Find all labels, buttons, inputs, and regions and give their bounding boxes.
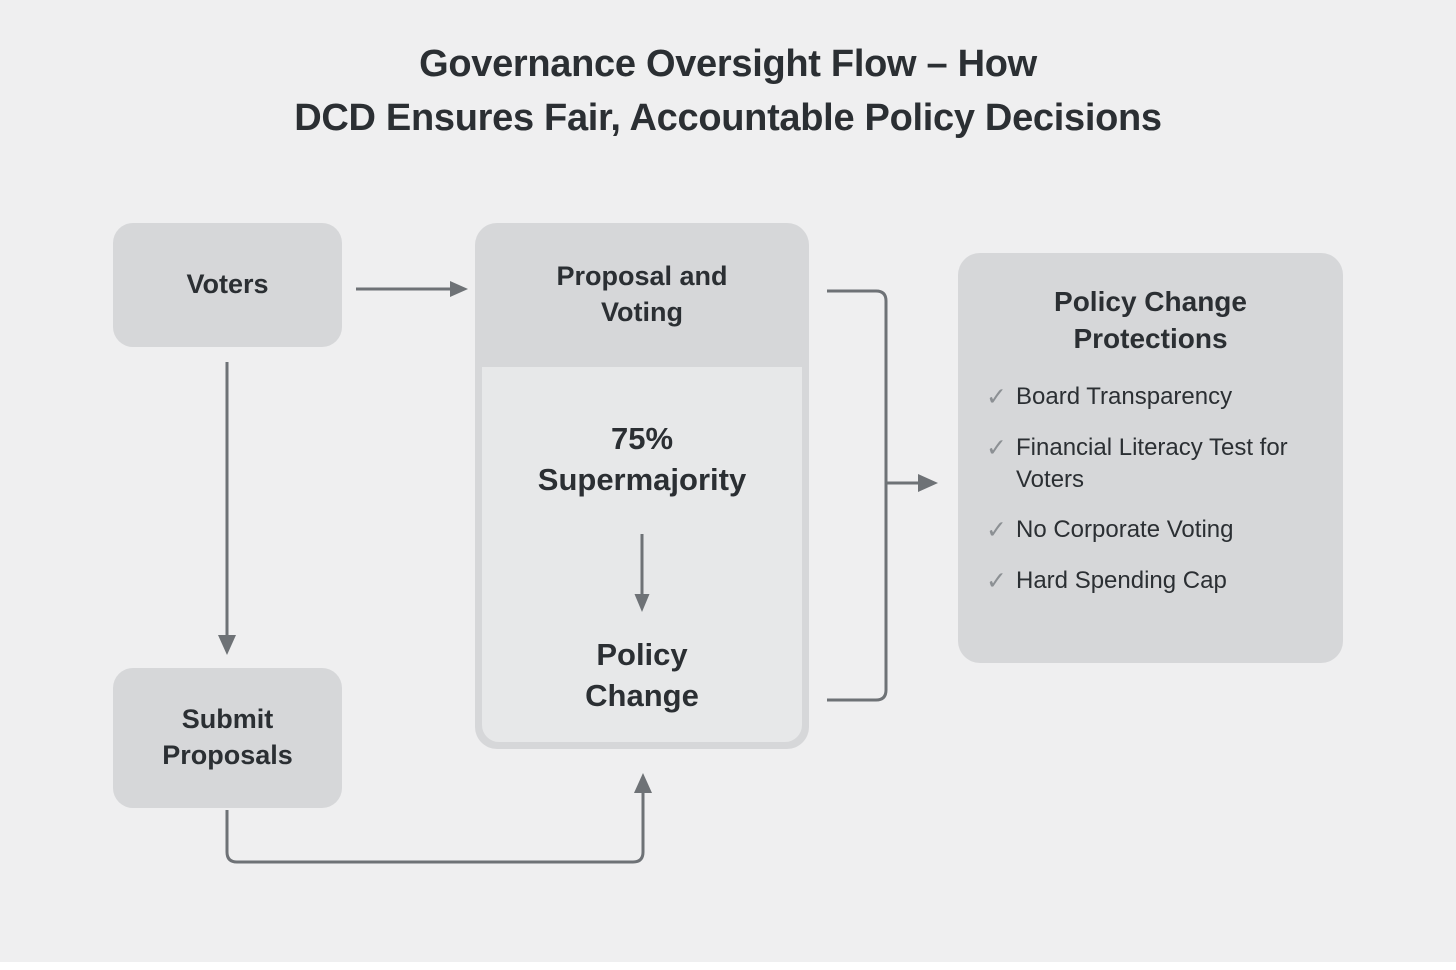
title-line-1: Governance Oversight Flow – How <box>419 43 1037 85</box>
protection-item-label: No Corporate Voting <box>1016 515 1234 543</box>
protection-item-label: Board Transparency <box>1016 383 1233 411</box>
connector-voters-to-proposal <box>356 281 468 297</box>
node-submit-proposals-label-line-1: Submit <box>181 704 274 735</box>
arrow-supermajority-to-policy-change <box>634 534 650 612</box>
step-supermajority-line-1: 75% <box>610 421 674 456</box>
node-submit-proposals[interactable]: Submit Proposals <box>113 668 342 808</box>
connector-voters-to-submit <box>218 362 236 655</box>
proposal-and-voting-header-label: Proposal and Voting <box>556 259 727 330</box>
protections-title: Policy Change Protections <box>986 283 1315 357</box>
node-voters[interactable]: Voters <box>113 223 342 347</box>
protections-title-line-1: Policy Change <box>1054 286 1247 317</box>
node-submit-proposals-label-line-2: Proposals <box>162 740 293 770</box>
step-policy-change-line-2: Change <box>585 677 699 713</box>
protections-title-line-2: Protections <box>1073 323 1228 355</box>
check-icon: ✓ <box>986 566 1007 595</box>
proposal-and-voting-header-line-1: Proposal and <box>556 261 728 292</box>
step-supermajority: 75% Supermajority <box>482 419 802 501</box>
node-voters-label: Voters <box>186 269 269 300</box>
protection-item: ✓ Financial Literacy Test for Voters <box>986 432 1315 495</box>
check-icon: ✓ <box>986 434 1007 463</box>
step-policy-change: Policy Change <box>482 635 802 717</box>
proposal-and-voting-header-line-2: Voting <box>601 297 683 327</box>
step-supermajority-line-2: Supermajority <box>537 461 747 497</box>
panel-policy-change-protections[interactable]: Policy Change Protections ✓ Board Transp… <box>958 253 1343 663</box>
protection-item-label: Financial Literacy Test for Voters <box>1016 434 1288 494</box>
connector-proposal-to-protections <box>827 289 938 702</box>
page-title: Governance Oversight Flow – How DCD Ensu… <box>0 38 1456 146</box>
check-icon: ✓ <box>986 383 1007 412</box>
step-policy-change-line-1: Policy <box>596 637 688 672</box>
proposal-and-voting-header: Proposal and Voting <box>475 223 809 367</box>
protection-item: ✓ No Corporate Voting <box>986 514 1315 547</box>
node-submit-proposals-label: Submit Proposals <box>162 702 293 773</box>
title-line-2: DCD Ensures Fair, Accountable Policy Dec… <box>294 96 1162 139</box>
connector-submit-to-proposal-feedback <box>225 773 652 864</box>
check-icon: ✓ <box>986 515 1007 544</box>
protection-item-label: Hard Spending Cap <box>1016 566 1227 594</box>
proposal-and-voting-body: 75% Supermajority Policy Change <box>482 367 802 742</box>
protection-item: ✓ Board Transparency <box>986 381 1315 414</box>
protection-item: ✓ Hard Spending Cap <box>986 565 1315 598</box>
node-proposal-and-voting-container[interactable]: Proposal and Voting 75% Supermajority Po… <box>475 223 809 749</box>
